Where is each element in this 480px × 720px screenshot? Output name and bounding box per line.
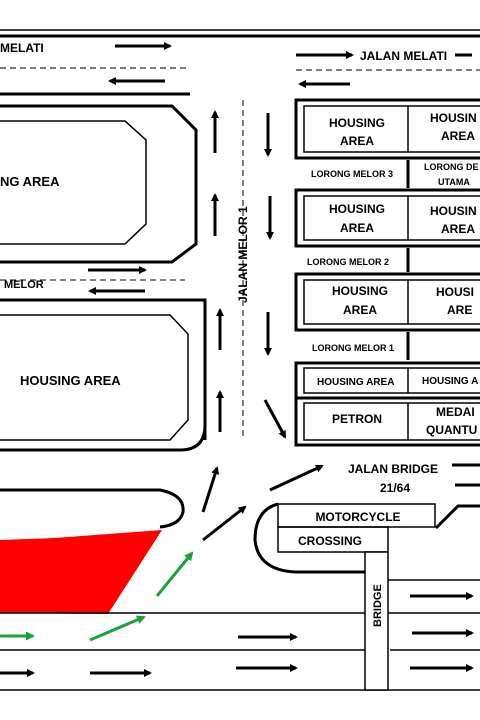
label-r3a-l2: AREA [343, 303, 377, 317]
label-r1b-l1: HOUSIN [430, 111, 477, 125]
label-lorong-de-1: LORONG DE [424, 162, 479, 172]
label-r1b-l2: AREA [441, 129, 475, 143]
label-left-mid-area: HOUSING AREA [20, 373, 121, 388]
block-right-1 [294, 98, 480, 160]
label-lorong-melor-2: LORONG MELOR 2 [307, 257, 389, 267]
arrow-icon [263, 399, 287, 439]
label-r3b-l1: HOUSI [436, 285, 474, 299]
label-r3b-l2: ARE [447, 303, 472, 317]
green-arrow-icon [155, 551, 194, 597]
label-lorong-melor-3: LORONG MELOR 3 [311, 169, 393, 179]
label-r4a: HOUSING AREA [317, 377, 394, 388]
label-r2a-l2: AREA [340, 221, 374, 235]
label-left-top-area: NG AREA [0, 174, 60, 189]
green-route-arrows [0, 551, 194, 642]
label-medan-1: MEDAI [436, 405, 475, 419]
highlight-zone [0, 530, 162, 614]
label-crossing: CROSSING [298, 534, 362, 548]
label-r4b: HOUSING A [422, 376, 478, 387]
label-r2b-l1: HOUSIN [430, 204, 477, 218]
arrow-icon [269, 464, 324, 492]
label-motorcycle: MOTORCYCLE [315, 510, 400, 524]
label-r2b-l2: AREA [441, 222, 475, 236]
green-arrow-icon [89, 615, 146, 642]
bridge-structure [364, 551, 389, 691]
label-petron: PETRON [332, 412, 382, 426]
block-right-2 [294, 188, 480, 248]
arrow-icon [202, 505, 247, 542]
label-jalan-melati: JALAN MELATI [360, 49, 447, 63]
label-r3a-l1: HOUSING [332, 284, 388, 298]
label-lorong-de-2: UTAMA [438, 177, 470, 187]
block-petron [294, 396, 480, 447]
label-jalan-bridge-2: 21/64 [380, 481, 410, 495]
label-r1a-l2: AREA [340, 134, 374, 148]
block-right-3 [294, 272, 480, 332]
block-left-top [0, 104, 198, 264]
label-medan-2: QUANTU [426, 423, 477, 437]
block-left-mid [0, 298, 207, 452]
label-lorong-melor-1: LORONG MELOR 1 [312, 343, 394, 353]
label-jalan-bridge-1: JALAN BRIDGE [348, 462, 438, 476]
label-melor: MELOR [4, 279, 44, 291]
label-melati-left: MELATI [0, 41, 44, 55]
label-r1a-l1: HOUSING [329, 116, 385, 130]
label-jalan-melor-1: JALAN MELOR 1 [236, 206, 250, 303]
traffic-arrows [0, 42, 474, 677]
arrow-icon [201, 466, 219, 513]
label-bridge: BRIDGE [372, 584, 384, 627]
crossing-box [277, 526, 389, 553]
label-r2a-l1: HOUSING [329, 202, 385, 216]
